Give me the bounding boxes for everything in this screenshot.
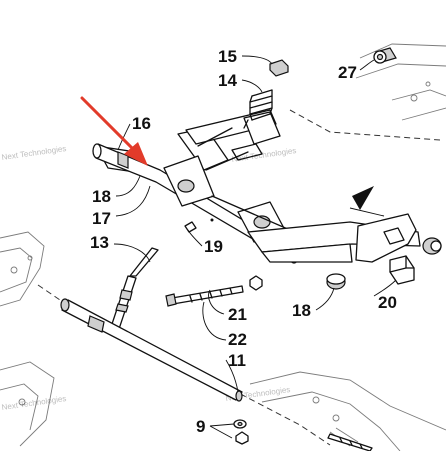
bolt-bottom-right bbox=[327, 433, 373, 451]
watermark-left-bottom: Next Technologies bbox=[1, 394, 67, 412]
washers-9 bbox=[233, 419, 249, 445]
callout-16: 16 bbox=[132, 114, 151, 133]
callout-13: 13 bbox=[90, 233, 109, 252]
lower-shaft-11 bbox=[60, 298, 243, 402]
callout-19: 19 bbox=[204, 237, 223, 256]
callout-18-left: 18 bbox=[92, 187, 111, 206]
spring-14 bbox=[249, 89, 273, 121]
callout-14: 14 bbox=[218, 71, 237, 90]
chassis-frame-left bbox=[0, 231, 55, 447]
callout-21: 21 bbox=[228, 305, 247, 324]
bushing-27 bbox=[373, 47, 397, 64]
callout-22: 22 bbox=[228, 330, 247, 349]
callout-9: 9 bbox=[196, 417, 205, 436]
indicator-line bbox=[349, 207, 385, 217]
callout-27: 27 bbox=[338, 63, 357, 82]
callout-20: 20 bbox=[378, 293, 397, 312]
callout-17: 17 bbox=[92, 209, 111, 228]
spring-rod bbox=[243, 119, 249, 129]
leader-lines bbox=[113, 55, 397, 439]
callout-18-right: 18 bbox=[292, 301, 311, 320]
red-arrow bbox=[80, 96, 148, 166]
watermark-left-top: Next Technologies bbox=[1, 144, 67, 162]
callout-15: 15 bbox=[218, 47, 237, 66]
bolt-22 bbox=[165, 285, 244, 307]
shock-rod-13 bbox=[109, 247, 159, 333]
indicator-triangle bbox=[352, 186, 374, 210]
chassis-frame-right bbox=[249, 43, 446, 451]
callout-11: 11 bbox=[228, 351, 246, 370]
cap-15 bbox=[269, 59, 289, 77]
